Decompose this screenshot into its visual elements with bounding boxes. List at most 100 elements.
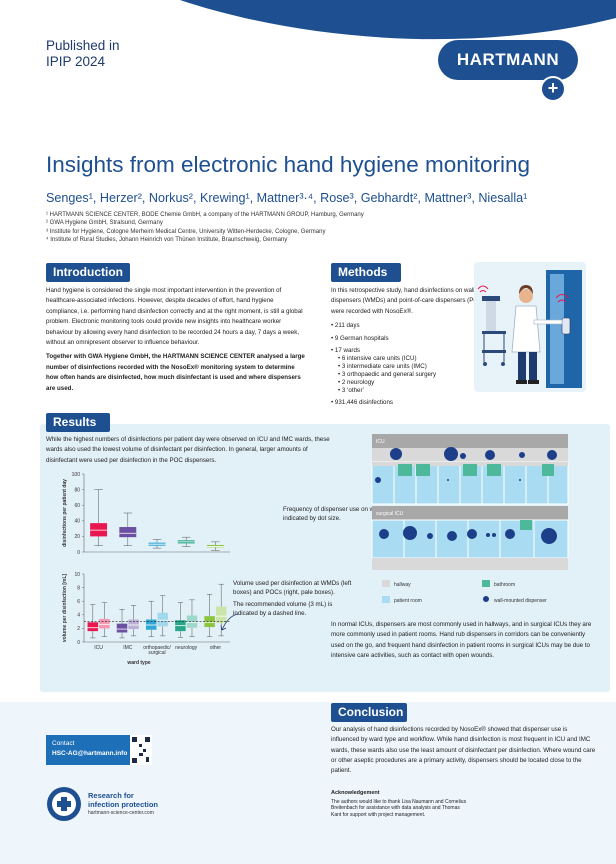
x-tick-label: neurology bbox=[175, 645, 197, 651]
affiliation: ¹ HARTMANN SCIENCE CENTER, BODE Chemie G… bbox=[46, 212, 364, 218]
x-tick-label: ICU bbox=[94, 645, 103, 651]
legend-dispenser-dot bbox=[483, 596, 489, 602]
brand-line: infection protection bbox=[88, 799, 158, 809]
affiliation: ³ Institute for Hygiene, Cologne Merheim… bbox=[46, 228, 326, 235]
x-tick-label: orthopaedic/ bbox=[143, 645, 171, 651]
box bbox=[204, 616, 215, 628]
surgical-icu-header bbox=[372, 506, 568, 520]
methods-subitem: • 3 ‘other’ bbox=[338, 387, 365, 395]
affiliation: ² GWA Hygiene GmbH, Stralsund, Germany bbox=[46, 220, 163, 227]
icu-dispensers bbox=[375, 447, 557, 483]
methods-subitem: • 2 neurology bbox=[338, 379, 375, 387]
methods-subitem-text: 3 intermediate care units (IMC) bbox=[341, 363, 427, 371]
methods-subitem: • 6 intensive care units (ICU) bbox=[338, 355, 417, 363]
methods-text: In this retrospective study, hand disinf… bbox=[331, 286, 501, 407]
y-tick-label: 0 bbox=[77, 640, 80, 646]
y-tick-label: 8 bbox=[77, 585, 80, 591]
box bbox=[186, 615, 198, 628]
y-tick-label: 2 bbox=[77, 626, 80, 632]
methods-item-text: 211 days bbox=[334, 322, 360, 330]
nurse-dispenser-illustration bbox=[474, 262, 586, 392]
contact-email[interactable]: HSC-AG@hartmann.info bbox=[52, 750, 128, 757]
box bbox=[119, 527, 137, 538]
y-tick-label: 10 bbox=[74, 572, 80, 578]
introduction-text: Hand hygiene is considered the single mo… bbox=[46, 286, 308, 394]
box bbox=[116, 623, 128, 633]
volume-caption-line: The recommended volume (3 mL) is indicat… bbox=[233, 601, 333, 617]
caption-arrow bbox=[220, 613, 239, 631]
logo-plus-icon: + bbox=[540, 76, 566, 102]
hartmann-logo: HARTMANN bbox=[438, 40, 578, 80]
qr-code bbox=[130, 735, 152, 765]
y-axis-title: volume per disinfection [mL] bbox=[62, 573, 68, 642]
methods-subitem: • 3 intermediate care units (IMC) bbox=[338, 363, 427, 371]
box bbox=[157, 612, 169, 627]
y-axis-title: disinfections per patient day bbox=[62, 479, 68, 547]
methods-subitem-text: 3 orthopaedic and general surgery bbox=[341, 371, 437, 379]
volume-caption: Volume used per disinfection at WMDs (le… bbox=[233, 579, 353, 618]
ack-heading: Acknowledgement bbox=[331, 790, 380, 796]
y-tick-label: 60 bbox=[74, 503, 80, 509]
legend-hallway-swatch bbox=[382, 580, 390, 587]
methods-item-text: 931,446 disinfections bbox=[334, 399, 394, 407]
box bbox=[128, 619, 139, 630]
authors: Senges¹, Herzer², Norkus², Krewing¹, Mat… bbox=[46, 191, 528, 205]
box bbox=[87, 622, 99, 632]
introduction-heading: Introduction bbox=[46, 263, 130, 282]
published-line2: IPIP 2024 bbox=[46, 54, 106, 69]
frequency-caption: Frequency of dispenser use on wards, ind… bbox=[283, 506, 388, 522]
methods-item-text: 17 wards bbox=[334, 346, 360, 354]
x-tick-label: surgical bbox=[148, 650, 165, 656]
methods-item: • 931,446 disinfections bbox=[331, 399, 394, 407]
methods-subitem: • 3 orthopaedic and general surgery bbox=[338, 371, 437, 379]
methods-item: • 211 days bbox=[331, 322, 360, 330]
y-tick-label: 4 bbox=[77, 613, 80, 619]
legend-dispenser: wall-mounted dispenser bbox=[494, 598, 547, 604]
intro-paragraph-bold: Together with GWA Hygiene GmbH, the HART… bbox=[46, 353, 305, 392]
header-wave bbox=[180, 0, 616, 40]
brand-url[interactable]: hartmann-science-center.com bbox=[88, 810, 154, 816]
ack-text: The authors would like to thank Lisa Nau… bbox=[331, 798, 467, 818]
results-text: While the highest numbers of disinfectio… bbox=[46, 436, 330, 464]
box bbox=[215, 606, 227, 623]
y-tick-label: 100 bbox=[72, 472, 81, 478]
published-info: Published in IPIP 2024 bbox=[46, 38, 120, 70]
published-line1: Published in bbox=[46, 38, 120, 53]
ward-floorplans: ICU surgical ICU hallway bathroom patien… bbox=[371, 434, 569, 604]
acknowledgement: Acknowledgement The authors would like t… bbox=[331, 790, 471, 818]
y-tick-label: 80 bbox=[74, 487, 80, 493]
methods-paragraph: In this retrospective study, hand disinf… bbox=[331, 287, 501, 315]
legend-patient-room-swatch bbox=[382, 596, 390, 603]
methods-item-text: 9 German hospitals bbox=[334, 334, 389, 342]
methods-subitem-text: 6 intensive care units (ICU) bbox=[341, 355, 417, 363]
x-axis-title: ward type bbox=[126, 660, 151, 666]
volume-caption-line: Volume used per disinfection at WMDs (le… bbox=[233, 580, 352, 596]
page-title: Insights from electronic hand hygiene mo… bbox=[46, 152, 531, 177]
affiliations: ¹ HARTMANN SCIENCE CENTER, BODE Chemie G… bbox=[46, 211, 506, 244]
x-tick-label: other bbox=[210, 645, 222, 651]
footer-panel bbox=[0, 702, 616, 864]
legend-patient-room: patient room bbox=[394, 598, 422, 604]
methods-item: • 9 German hospitals bbox=[331, 334, 389, 342]
results-heading: Results bbox=[46, 413, 110, 432]
affiliation: ⁴ Institute of Rural Studies, Johann Hei… bbox=[46, 236, 288, 243]
surgical-icu-label: surgical ICU bbox=[376, 511, 404, 517]
legend-bathroom: bathroom bbox=[494, 582, 515, 588]
y-tick-label: 20 bbox=[74, 534, 80, 540]
conclusion-text: Our analysis of hand disinfections recor… bbox=[331, 726, 596, 775]
y-tick-label: 6 bbox=[77, 599, 80, 605]
intro-paragraph: Hand hygiene is considered the single mo… bbox=[46, 287, 303, 347]
brand-tagline: Research for infection protection hartma… bbox=[88, 791, 158, 818]
science-center-seal bbox=[47, 787, 81, 821]
icu-header bbox=[372, 434, 568, 448]
y-tick-label: 0 bbox=[77, 550, 80, 556]
methods-heading: Methods bbox=[331, 263, 401, 282]
conclusion-heading: Conclusion bbox=[331, 703, 407, 722]
box bbox=[99, 618, 110, 629]
methods-subitems: • 6 intensive care units (ICU) • 3 inter… bbox=[331, 355, 501, 395]
results-right-text: In normal ICUs, dispensers are most comm… bbox=[331, 621, 592, 659]
legend-hallway: hallway bbox=[394, 582, 411, 588]
methods-subitem-text: 2 neurology bbox=[341, 379, 375, 387]
icu-label: ICU bbox=[376, 439, 385, 445]
